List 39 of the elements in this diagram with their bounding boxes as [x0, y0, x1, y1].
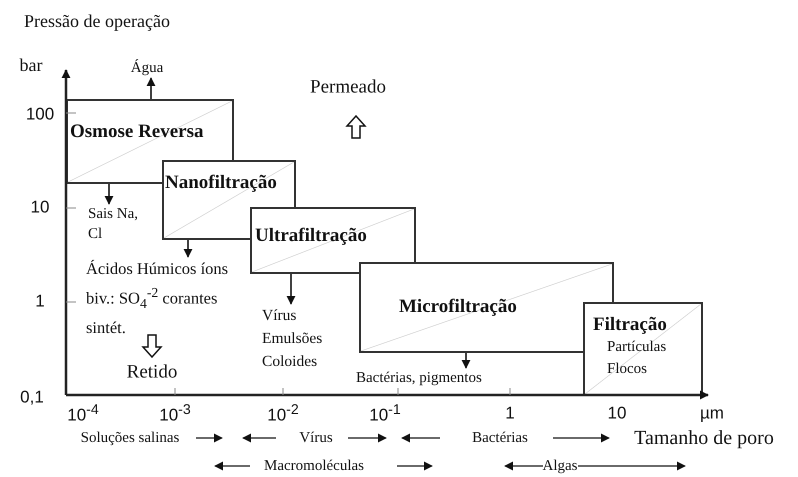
tick-label: 10$^{-1}$: [369, 402, 401, 426]
range-label: Vírus: [299, 430, 333, 446]
retentate-label: Retido: [126, 362, 178, 384]
tick-label: 10$^{-4}$: [67, 402, 99, 426]
retained-label: Ácidos Húmicos íons biv.: SO$_{4}$$^{-2}$ corantes sintét.: [86, 258, 230, 339]
box-title: Microfiltração: [399, 296, 517, 318]
box-title: Ultrafiltração: [255, 225, 367, 247]
retained-label: Sais Na, Cl: [88, 205, 138, 244]
box-text: Partículas Flocos: [607, 338, 668, 379]
tick-label: 0,1: [20, 388, 44, 408]
arrow: [286, 274, 296, 305]
axis-title: Tamanho de poro: [634, 427, 774, 449]
tick-label: 10$^{-3}$: [159, 402, 191, 426]
axis-unit: bar: [20, 56, 42, 76]
retained-label: Bactérias, pigmentos: [356, 369, 483, 388]
arrow: [184, 240, 192, 258]
axis-title: Pressão de operação: [24, 12, 170, 32]
retained-label: Água: [130, 58, 164, 78]
tick-label: 100: [26, 106, 54, 124]
axis-unit: µm: [700, 404, 724, 424]
range-label: Soluções salinas: [80, 430, 180, 446]
box-title: Nanofiltração: [165, 172, 277, 194]
tick-label: 10: [30, 198, 50, 218]
tick-label: 10$^{-2}$: [267, 402, 299, 426]
arrow: [104, 184, 114, 205]
process-box: [250, 207, 416, 274]
range-label: Bactérias: [472, 430, 528, 446]
process-box: [583, 302, 703, 396]
tick-label: 10: [608, 404, 626, 424]
tick-label: 1: [505, 404, 515, 424]
permeate-label: Permeado: [310, 78, 386, 98]
box-title: Filtração: [593, 314, 667, 336]
tick-label: 1: [35, 292, 45, 312]
range-label: Macromoléculas: [264, 458, 364, 474]
box-title: Osmose Reversa: [70, 121, 204, 143]
arrow: [462, 353, 470, 369]
range-label: Algas: [542, 458, 578, 474]
arrow: [146, 77, 156, 99]
retained-label: Vírus Emulsões Coloides: [262, 306, 324, 372]
